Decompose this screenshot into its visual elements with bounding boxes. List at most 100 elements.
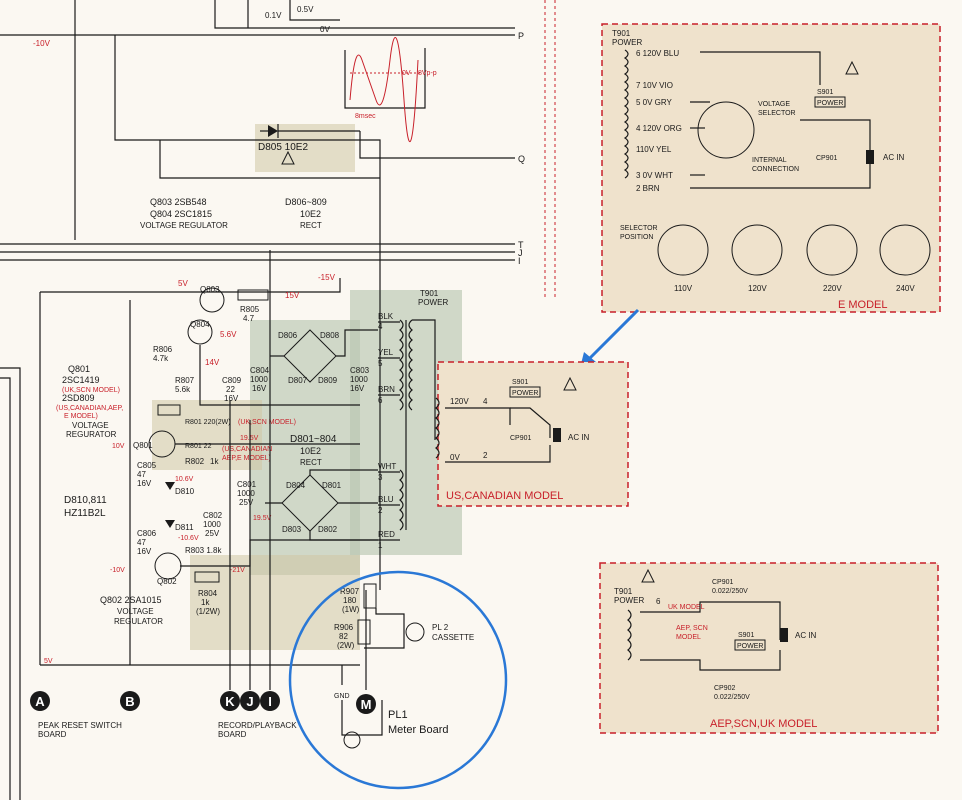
r802-label: R802 [185,457,205,466]
d802-tag: D802 [318,525,338,534]
wire [341,700,383,736]
volt-14v: 14V [205,358,220,367]
us-model-box [437,361,629,507]
r805-value: 4.7 [243,314,255,323]
q804-tag: Q804 [190,320,210,329]
us-s901: S901 [512,379,528,386]
connector-a: A [35,694,45,709]
selector-120v [731,224,783,276]
voltage-label: 0.1V [265,11,282,20]
warning-icon [563,376,577,391]
us-pw: POWER [512,390,538,397]
q801-note3: E MODEL) [64,413,98,420]
e-voltage-selector [697,101,755,159]
e-pin4: 4 120V ORG [636,124,682,133]
aep-cp902v: 0.022/250V [714,694,750,701]
wire [199,345,360,406]
fuse-box [194,571,220,583]
c806-rating: 16V [137,547,152,556]
wire-yel: YEL [378,348,394,357]
connector-k: K [225,694,235,709]
r907-value: 180 [343,596,357,605]
d807-tag: D807 [288,376,308,385]
d806-bridge [270,329,378,383]
wire [214,0,515,29]
r801-label: R801 220(2W) [185,419,231,426]
e-vsel2: SELECTOR [758,110,796,117]
r804-value: 1k [201,598,210,607]
t901-tag: T901 [420,289,439,298]
wire [445,445,551,463]
r803-label: R803 1.8k [185,546,222,555]
d801-tag: D801 [322,481,342,490]
pin-6: 6 [378,396,383,405]
c804-value: 1000 [250,375,268,384]
c803-rating: 16V [350,384,365,393]
d806-type: 10E2 [300,209,321,219]
wire [640,601,781,640]
aep-transformer [627,609,632,661]
wire-blk: BLK [378,312,394,321]
q802-label: Q802 2SA1015 [100,595,162,605]
r805-label: R805 [240,305,260,314]
d810-symbol [165,482,175,490]
q801-alt: 2SD809 [62,393,95,403]
wire [510,407,551,438]
wire-blu: BLU [378,495,394,504]
r807-label: R807 [175,376,195,385]
d811-tag: D811 [175,523,194,532]
gnd-label: GND [334,693,350,700]
wire [114,35,381,590]
regulator-label: VOLTAGE REGULATOR [140,221,228,230]
c803-label: C803 [350,366,370,375]
d805-label: D805 10E2 [258,142,308,153]
sel-110v: 110V [674,284,693,293]
volt-minus-21: -21V [230,567,245,574]
sel-220v: 220V [823,284,842,293]
pin-2: 2 [378,506,383,515]
volt-19-5b: 19.5V [253,515,272,522]
highlight-circle [288,570,508,790]
voltage-label: 0.5V [297,5,314,14]
r906-value: 82 [339,632,348,641]
us-0v: 0V [450,453,460,462]
q802-func2: REGULATOR [114,617,163,626]
e-pin5: 5 0V GRY [636,98,673,107]
connector-m-label: M [361,697,372,712]
aep-uk: UK MODEL [668,604,705,611]
c804-label: C804 [250,366,270,375]
warning-icon [845,60,859,75]
d810-811-type: HZ11B2L [64,508,106,519]
c809-rating: 16V [224,394,239,403]
wire [0,377,11,800]
us-pin4: 4 [483,397,488,406]
pin-1: 1 [378,541,383,550]
pointer-arrow [586,308,640,362]
aep-t901: T901 [614,587,633,596]
pl2-label: PL 2 [432,623,449,632]
wire [289,0,340,21]
wire [40,278,341,293]
d805-diode [260,124,360,165]
aep-power-switch [734,639,766,651]
d801-rect: RECT [300,458,322,467]
us-power-switch [509,386,541,398]
connector-i: I [268,694,272,709]
connector-j: J [246,694,253,709]
pl1-label: PL1 [388,709,408,721]
volt-10v: 10V [112,443,125,450]
us-120v: 120V [450,397,469,406]
c805-rating: 16V [137,479,152,488]
e-acin: AC IN [883,153,905,162]
us-cp901: CP901 [510,435,532,442]
waveform-box: 0V 8Vp-p 8msec [344,37,437,143]
wire [640,650,781,671]
r907-rating: (1W) [342,605,360,614]
e-s901: S901 [817,89,833,96]
wire [364,608,405,649]
c809-value: 22 [226,385,235,394]
bus-j-label: J [518,248,523,258]
r906-label: R906 [334,623,354,632]
c805-value: 47 [137,470,146,479]
e-vsel: VOLTAGE [758,101,790,108]
